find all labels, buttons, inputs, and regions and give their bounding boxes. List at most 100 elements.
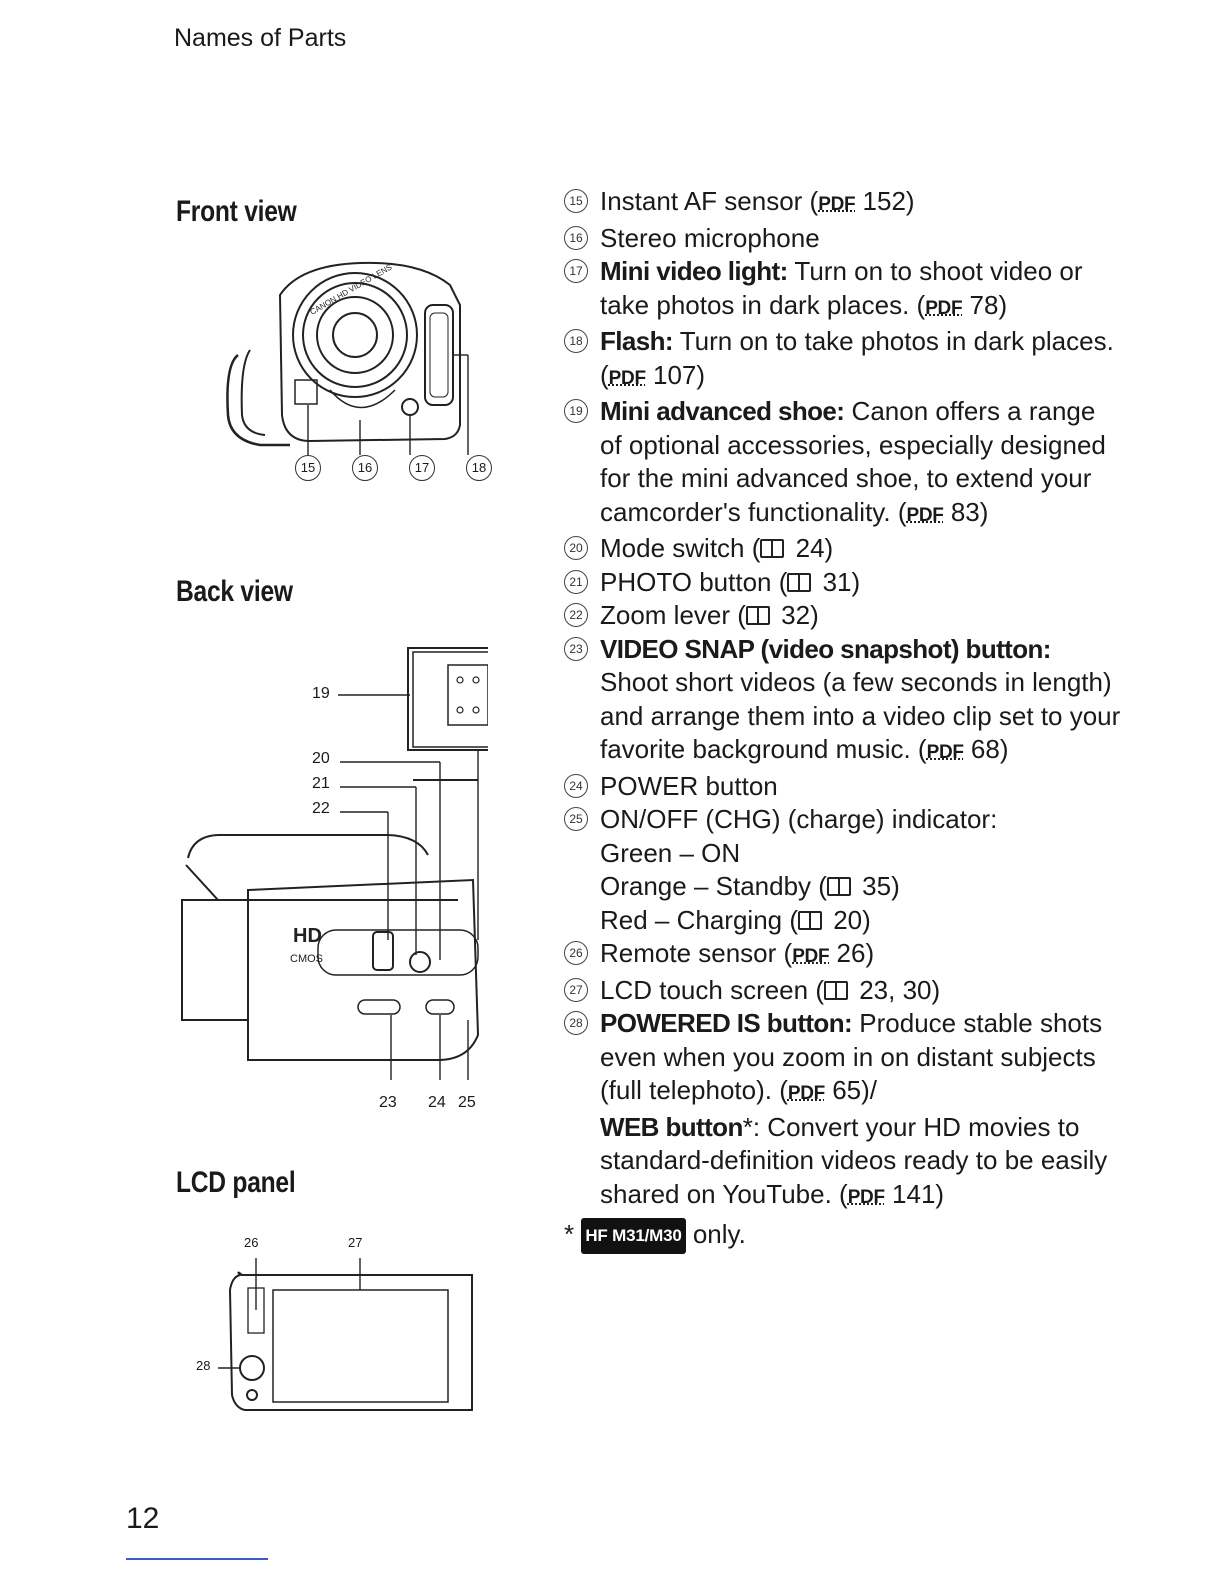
item-number: 27 <box>564 977 588 1002</box>
item-text: Canon offers a range of optional accesso… <box>600 396 1106 527</box>
callout-19: 19 <box>312 685 330 702</box>
callout-28: 28 <box>196 1358 211 1373</box>
page-ref: 83) <box>943 496 989 527</box>
page-ref: 107) <box>645 359 706 390</box>
item-title: Flash: <box>600 326 674 356</box>
item-number: 25 <box>564 807 588 831</box>
item-number: 26 <box>564 941 588 965</box>
page-ref: 23, 30) <box>851 974 941 1005</box>
item-text: LCD touch screen ( <box>600 974 824 1005</box>
back-view-heading: Back view <box>176 575 293 608</box>
item-text: Shoot short videos (a few seconds in len… <box>600 667 1121 764</box>
page-number: 12 <box>126 1502 160 1535</box>
list-item: 17 Mini video light: Turn on to shoot vid… <box>564 255 1124 325</box>
item-title: POWERED IS button: <box>600 1008 853 1038</box>
model-badge: HF M31/M30 <box>581 1218 686 1254</box>
pdf-reference: PDF <box>926 742 964 763</box>
book-icon <box>826 877 851 896</box>
callout-17: 17 <box>409 455 435 481</box>
list-item: 16 Stereo microphone <box>564 222 1124 256</box>
item-number: 20 <box>564 536 588 560</box>
book-icon <box>798 910 822 930</box>
page-ref: 20) <box>826 904 871 935</box>
indicator-text: Red – Charging ( <box>600 904 798 935</box>
list-item: 25 ON/OFF (CHG) (charge) indicator: Green… <box>564 803 1124 937</box>
item-text: POWER button <box>600 770 778 801</box>
page-ref: 68) <box>963 734 1009 764</box>
pdf-reference: PDF <box>818 194 856 215</box>
item-text: Stereo microphone <box>600 222 820 253</box>
list-item: 21 PHOTO button ( 31) <box>564 566 1124 600</box>
web-button-description: WEB button*: Convert your HD movies to s… <box>600 1111 1124 1215</box>
list-item: 19 Mini advanced shoe: Canon offers a ran… <box>564 395 1124 532</box>
page-ref: 26) <box>829 938 875 968</box>
item-number: 17 <box>564 259 588 283</box>
indicator-orange: Orange – Standby ( 35) <box>600 870 1124 904</box>
item-title: Mini video light: <box>600 256 788 286</box>
list-item: 27 LCD touch screen ( 23, 30) <box>564 974 1124 1008</box>
pdf-reference: PDF <box>608 367 646 389</box>
callout-21: 21 <box>312 775 330 792</box>
page-ref: 32) <box>773 600 819 630</box>
item-number: 22 <box>564 603 588 627</box>
item-text: Produce stable shots even when you zoom … <box>600 1008 1103 1105</box>
page-ref: 24) <box>788 533 834 563</box>
item-text: PHOTO button ( <box>600 566 788 597</box>
callout-15: 15 <box>295 455 321 481</box>
callout-23: 23 <box>379 1094 397 1111</box>
page-ref: 141) <box>884 1178 945 1209</box>
page-header: Names of Parts <box>174 24 347 52</box>
item-number: 19 <box>564 399 588 423</box>
list-item: 23 VIDEO SNAP (video snapshot) button: Sh… <box>564 633 1124 770</box>
book-icon <box>745 606 770 625</box>
callout-20: 20 <box>312 750 330 767</box>
pdf-reference: PDF <box>925 297 963 319</box>
footnote: * HF M31/M30 only. <box>564 1218 1124 1254</box>
page-ref: 35) <box>854 871 900 901</box>
list-item: 26 Remote sensor (PDF 26) <box>564 937 1124 974</box>
item-number: 24 <box>564 773 588 798</box>
callout-25: 25 <box>458 1094 476 1111</box>
lcd-panel-illustration: 26 27 28 <box>190 1230 480 1415</box>
page-ref: 31) <box>815 566 861 597</box>
indicator-green: Green – ON <box>600 837 741 868</box>
item-number: 28 <box>564 1011 588 1035</box>
item-text: ON/OFF (CHG) (charge) indicator: <box>600 804 998 834</box>
hd-logo: HD <box>293 925 322 947</box>
callout-24: 24 <box>428 1094 446 1111</box>
cmos-logo: CMOS <box>290 953 323 965</box>
front-view-illustration: CANON HD VIDEO LENS 15 16 17 18 <box>220 255 492 485</box>
item-number: 21 <box>564 569 588 594</box>
item-text: *: Convert your HD movies to standard-de… <box>600 1111 1108 1209</box>
item-text: Instant AF sensor ( <box>600 186 819 216</box>
item-title: WEB button <box>600 1111 743 1142</box>
page-ref: 65)/ <box>824 1075 878 1105</box>
pdf-reference: PDF <box>792 946 830 967</box>
indicator-red: Red – Charging ( 20) <box>600 904 1124 938</box>
item-text: Turn on to take photos in dark places. ( <box>600 326 1114 390</box>
footer-rule <box>126 1558 268 1560</box>
indicator-text: Orange – Standby ( <box>600 871 827 901</box>
footnote-star: * <box>564 1219 575 1249</box>
callout-18: 18 <box>466 455 492 481</box>
item-text: Remote sensor ( <box>600 938 793 968</box>
item-text: Turn on to shoot video or take photos in… <box>600 256 1083 320</box>
footnote-text: only. <box>685 1219 746 1249</box>
item-title: VIDEO SNAP (video snapshot) button: <box>600 633 1051 664</box>
pdf-reference: PDF <box>906 504 944 526</box>
list-item: 28 POWERED IS button: Produce stable shot… <box>564 1007 1124 1214</box>
pdf-reference: PDF <box>847 1186 885 1208</box>
item-number: 23 <box>564 636 588 661</box>
front-view-heading: Front view <box>176 195 297 228</box>
list-item: 18 Flash: Turn on to take photos in dark … <box>564 325 1124 395</box>
item-number: 18 <box>564 329 588 353</box>
book-icon <box>823 980 848 1000</box>
lcd-panel-heading: LCD panel <box>176 1166 296 1199</box>
page-ref: 78) <box>962 289 1008 320</box>
item-title: Mini advanced shoe: <box>600 396 845 426</box>
callout-22: 22 <box>312 800 330 817</box>
item-number: 16 <box>564 225 588 250</box>
